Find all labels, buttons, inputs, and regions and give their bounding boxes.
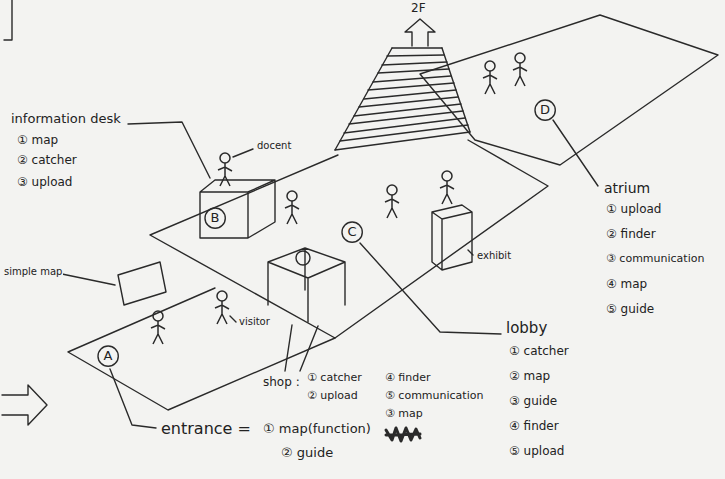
shop-object — [296, 251, 310, 265]
note-label: ① map(function) — [262, 422, 372, 437]
note-label: ① catcher — [306, 372, 363, 385]
entry-arrow — [2, 385, 47, 425]
stick-figure — [285, 191, 299, 224]
note-label: visitor — [238, 316, 271, 328]
note-label: exhibit — [476, 250, 512, 262]
lobby-floor — [150, 140, 548, 338]
note-label: ② finder — [605, 228, 657, 242]
information-desk — [200, 180, 275, 238]
stick-figure — [218, 153, 232, 186]
circle-letter: C — [347, 225, 356, 239]
circle-outline — [205, 208, 225, 228]
up-arrow — [405, 19, 435, 46]
note-label: ⑤ communication — [384, 390, 484, 403]
circle-outline — [342, 222, 362, 242]
stick-figure — [385, 185, 399, 218]
circle-letter: D — [540, 103, 550, 117]
note-label: ④ finder — [384, 372, 432, 385]
simple-map-sign — [118, 262, 166, 305]
staircase-steps — [335, 48, 470, 150]
note-label: ⑤ guide — [605, 303, 655, 317]
note-label: ② upload — [306, 390, 359, 403]
stick-figure — [151, 311, 165, 344]
note-label: ① upload — [605, 203, 662, 217]
letter-circle: A — [97, 345, 119, 367]
letter-circle: B — [204, 207, 226, 229]
note-label: ④ finder — [508, 420, 560, 434]
leader-line — [128, 122, 210, 178]
stick-figure — [440, 171, 454, 204]
leader-line — [553, 120, 598, 186]
note-label: ② map — [508, 370, 551, 384]
note-label: ② catcher — [16, 154, 78, 168]
note-label: lobby — [505, 320, 548, 337]
stick-figure — [215, 291, 229, 324]
note-label: ③ upload — [16, 176, 73, 190]
leader-line — [110, 369, 156, 428]
leader-line — [233, 149, 253, 157]
leader-line — [230, 316, 236, 322]
letter-circle: C — [341, 221, 363, 243]
leader-line — [285, 325, 318, 371]
note-label: information desk — [10, 112, 122, 127]
staircase-rails — [335, 48, 470, 150]
note-label: ③ map — [384, 408, 424, 421]
corner-mark — [4, 0, 12, 40]
note-label: ① map — [16, 134, 59, 148]
note-label: ③ communication — [605, 253, 705, 266]
circle-letter: B — [211, 211, 220, 225]
note-label: 2F — [410, 2, 427, 16]
scribble — [386, 428, 420, 441]
circle-outline — [535, 100, 555, 120]
circle-outline — [98, 346, 118, 366]
note-label: entrance = — [160, 420, 252, 438]
note-label: shop : — [262, 376, 301, 390]
leader-line — [62, 274, 115, 285]
shop-table — [268, 248, 345, 322]
leader-line — [468, 250, 473, 255]
note-label: ③ guide — [508, 395, 558, 409]
stick-figure — [513, 53, 527, 86]
note-label: simple map — [3, 266, 63, 278]
letter-circle: D — [534, 99, 556, 121]
stick-figure — [483, 61, 497, 94]
note-label: ⑤ upload — [508, 445, 565, 459]
exhibit-pedestal — [432, 205, 472, 270]
circle-letter: A — [104, 349, 113, 363]
note-label: ② guide — [280, 446, 334, 461]
note-label: ④ map — [605, 278, 648, 292]
note-label: docent — [256, 140, 292, 152]
entrance-floor — [68, 288, 335, 410]
note-label: ① catcher — [508, 345, 570, 359]
note-label: atrium — [603, 180, 651, 196]
